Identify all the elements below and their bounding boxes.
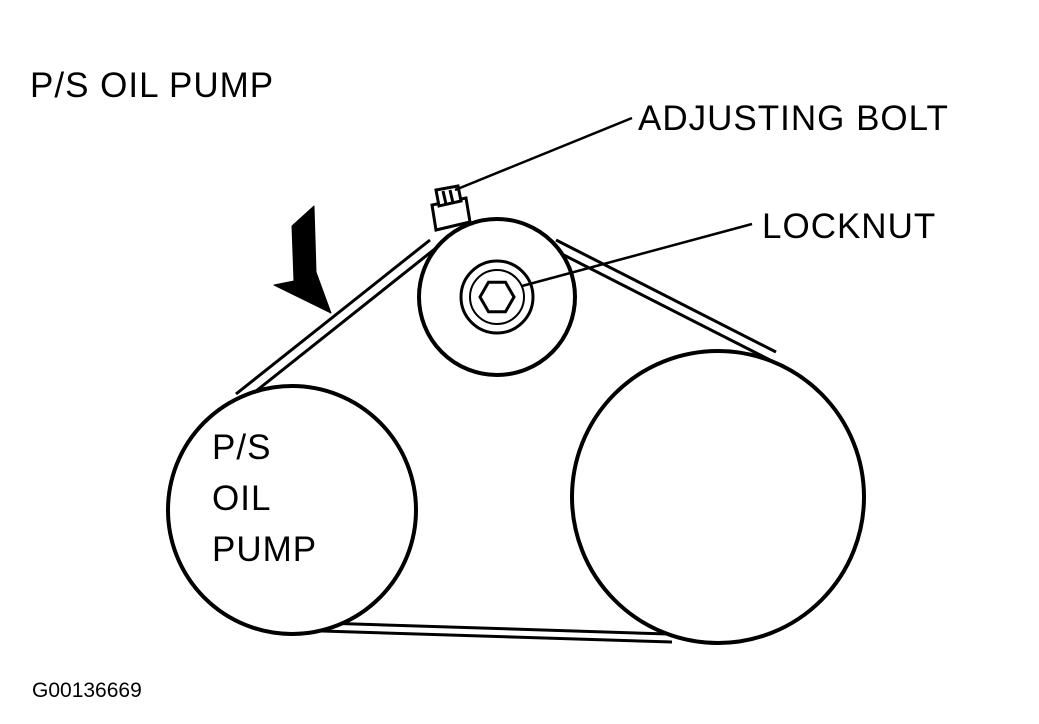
adjusting-bolt-icon	[430, 184, 472, 232]
locknut-ring	[469, 269, 525, 325]
locknut-label: LOCKNUT	[762, 207, 936, 246]
locknut-icon	[478, 280, 516, 314]
crankshaft-pulley	[570, 349, 866, 645]
figure-id: G00136669	[32, 679, 142, 702]
locknut-washer	[459, 259, 535, 335]
pump-label-line2: OIL	[212, 479, 271, 518]
ps-pump-pulley	[166, 384, 418, 636]
pump-label-line3: PUMP	[212, 530, 317, 569]
idler-pulley	[417, 217, 577, 377]
adjusting-bolt-label: ADJUSTING BOLT	[638, 99, 949, 138]
adjusting-bolt-leader	[454, 116, 633, 192]
diagram-title: P/S OIL PUMP	[30, 66, 274, 105]
pump-label-line1: P/S	[212, 428, 271, 467]
locknut-leader	[521, 222, 753, 288]
deflection-arrow-icon	[273, 205, 332, 314]
